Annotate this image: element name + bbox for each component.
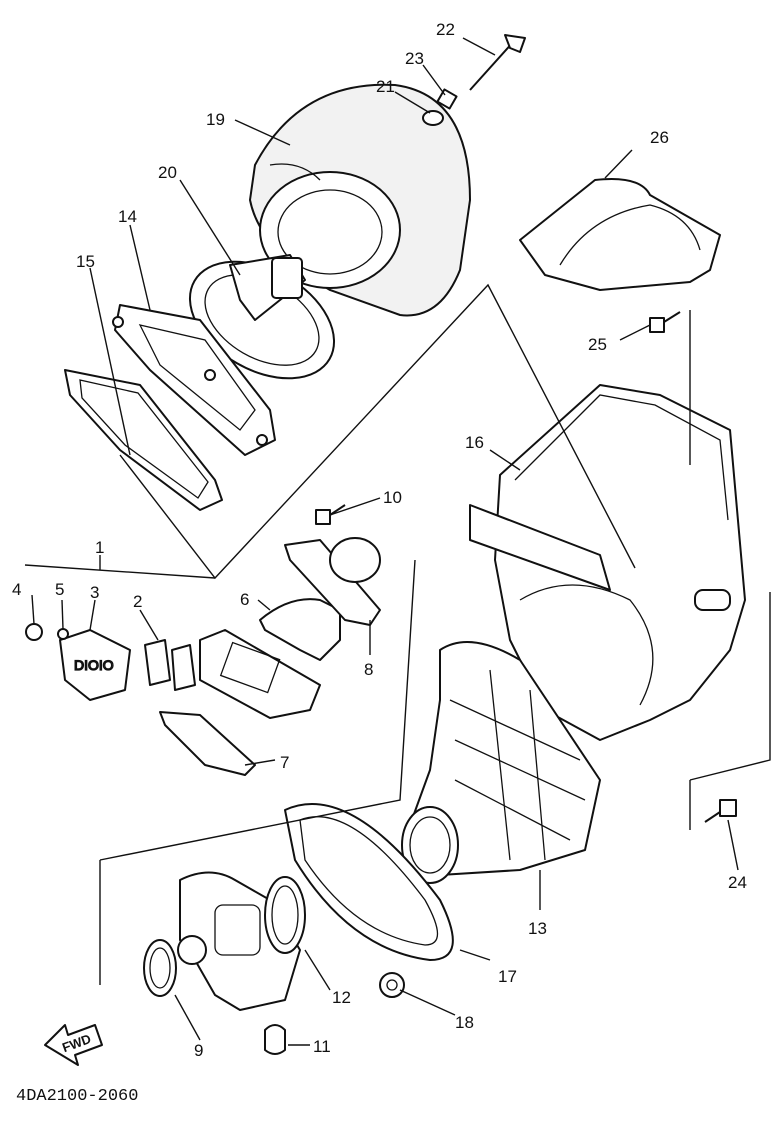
clamp-12 [264, 876, 306, 954]
forward-direction-arrow-icon: FWD [44, 1024, 103, 1066]
part-number-10: 10 [383, 488, 402, 507]
filter-guide [188, 254, 336, 380]
part-number-12: 12 [332, 988, 351, 1007]
part-number-5: 5 [55, 580, 64, 599]
bolt-22 [469, 34, 526, 91]
part-number-14: 14 [118, 207, 137, 226]
part-number-3: 3 [90, 583, 99, 602]
bolt-25 [649, 311, 681, 333]
hose-clip-11 [264, 1024, 286, 1055]
part-number-26: 26 [650, 128, 669, 147]
bolt-10 [315, 504, 346, 525]
part-number-24: 24 [728, 873, 747, 892]
gasket-large [64, 369, 223, 511]
air-intake-joint [401, 641, 601, 884]
reed-stopper [259, 598, 341, 661]
diagram-id-caption: 4DA2100-2060 [16, 1087, 138, 1106]
clamp-9 [143, 939, 177, 997]
screw-4 [25, 623, 43, 641]
washer-5 [57, 628, 69, 640]
part-number-9: 9 [194, 1041, 203, 1060]
nut-23 [436, 88, 458, 110]
part-number-2: 2 [133, 592, 142, 611]
part-number-25: 25 [588, 335, 607, 354]
part-number-23: 23 [405, 49, 424, 68]
bolt-24 [704, 799, 737, 823]
part-number-13: 13 [528, 919, 547, 938]
joint-plate [112, 304, 276, 456]
part-number-18: 18 [455, 1013, 474, 1032]
part-number-1: 1 [95, 538, 104, 557]
part-number-labels: 22 23 21 19 20 14 15 26 25 16 10 1 4 5 3… [12, 20, 747, 1060]
gasket-17 [284, 803, 454, 961]
part-number-21: 21 [376, 77, 395, 96]
air-box-cover [519, 178, 721, 291]
part-number-15: 15 [76, 252, 95, 271]
part-number-17: 17 [498, 967, 517, 986]
part-number-4: 4 [12, 580, 21, 599]
washer-21 [422, 110, 444, 126]
svg-text:DIOIO: DIOIO [74, 657, 114, 673]
gasket-7 [159, 711, 256, 776]
part-number-6: 6 [240, 590, 249, 609]
part-number-22: 22 [436, 20, 455, 39]
reed-valve-assembly: DIOIO [59, 629, 321, 719]
part-number-8: 8 [364, 660, 373, 679]
nut-18 [379, 972, 405, 998]
part-number-7: 7 [280, 753, 289, 772]
air-filter-case [469, 384, 746, 741]
part-number-11: 11 [313, 1037, 331, 1056]
group-lines [24, 283, 771, 985]
part-number-20: 20 [158, 163, 177, 182]
callout-leaders [31, 37, 739, 1046]
part-number-16: 16 [465, 433, 484, 452]
part-number-19: 19 [206, 110, 225, 129]
intake-manifold [284, 537, 381, 626]
